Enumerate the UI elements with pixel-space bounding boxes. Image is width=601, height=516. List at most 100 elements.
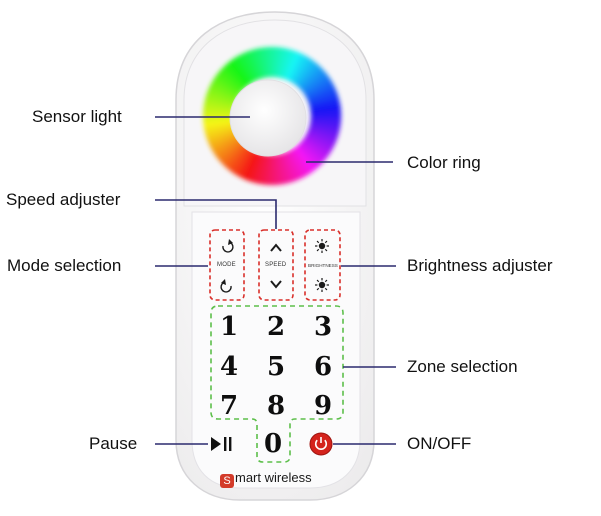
power-button-disc xyxy=(310,433,332,455)
color-ring-segment xyxy=(222,143,248,169)
zone-selection-label: Zone selection xyxy=(407,357,518,376)
color-ring-segment xyxy=(215,70,243,94)
color-ring-segment xyxy=(231,147,253,176)
pause-bar xyxy=(224,437,227,451)
speed-button-label: SPEED xyxy=(265,262,287,268)
zone-key-0[interactable]: 0 xyxy=(263,429,283,459)
speed-up-button[interactable] xyxy=(270,243,282,252)
color-ring-segment xyxy=(223,62,248,89)
zone-key-9[interactable]: 9 xyxy=(313,391,333,421)
brightness-adjuster-label: Brightness adjuster xyxy=(407,256,553,275)
color-ring-segment xyxy=(207,86,237,103)
zone-key-3[interactable]: 3 xyxy=(313,312,333,342)
zone-group-outline xyxy=(210,305,344,463)
color-ring-segment xyxy=(206,128,237,146)
color-ring-segment xyxy=(278,48,291,79)
color-ring-segment xyxy=(226,145,250,173)
rotate-cw-arrowhead xyxy=(221,279,226,285)
color-ring-segment xyxy=(242,151,259,181)
color-ring[interactable] xyxy=(202,46,342,186)
color-ring-segment xyxy=(296,143,321,170)
color-ring-segment xyxy=(299,67,326,92)
power-icon xyxy=(314,439,328,450)
color-ring-segment xyxy=(299,140,325,166)
color-ring-segment xyxy=(209,80,239,100)
color-ring-segment xyxy=(232,55,254,85)
color-ring-segment xyxy=(254,47,266,79)
sun-ray xyxy=(316,248,320,252)
mode-up-button[interactable] xyxy=(222,239,234,253)
sun-rays-down xyxy=(315,278,329,292)
zone-key-8[interactable]: 8 xyxy=(266,391,286,421)
sun-ray xyxy=(316,279,320,283)
brand-initial: S xyxy=(220,474,234,488)
color-ring-segment xyxy=(303,76,333,98)
brightness-button-label: BRIGHTNESS xyxy=(308,263,338,268)
color-ring-segment xyxy=(242,50,260,81)
zone-key-2[interactable]: 2 xyxy=(266,312,286,342)
speed-adjuster-label: Speed adjuster xyxy=(6,190,121,209)
color-ring-segment xyxy=(278,153,290,185)
sun-ray xyxy=(324,248,328,252)
color-ring-segment xyxy=(281,152,296,183)
zone-key-5[interactable]: 5 xyxy=(266,352,286,382)
rotate-cw-icon xyxy=(220,282,232,293)
color-ring-segment xyxy=(247,152,263,183)
color-ring-segment xyxy=(214,137,243,161)
color-ring-segment xyxy=(209,131,239,151)
color-ring-segment xyxy=(305,81,335,101)
color-ring-segment xyxy=(275,47,285,78)
brand-name: mart wireless xyxy=(235,470,312,485)
color-ring-segment xyxy=(203,103,234,113)
power-button[interactable] xyxy=(309,432,333,456)
brightness-down-button[interactable] xyxy=(315,278,329,292)
speed-down-button[interactable] xyxy=(270,280,282,289)
color-ring-segment xyxy=(285,51,302,81)
sun-ray xyxy=(324,279,328,283)
brightness-up-button[interactable] xyxy=(315,239,329,253)
color-ring-segment xyxy=(203,118,234,128)
sun-ray xyxy=(324,240,328,244)
sun-icon xyxy=(318,242,326,250)
sun-rays-up xyxy=(315,239,329,253)
color-ring-segment xyxy=(293,145,317,174)
color-ring-segment xyxy=(237,53,257,83)
color-ring-segment xyxy=(296,63,322,89)
mode-down-button[interactable] xyxy=(220,279,232,293)
color-ring-segment xyxy=(288,53,308,83)
color-ring-segment xyxy=(307,86,338,104)
rotate-ccw-icon xyxy=(222,242,234,253)
sun-ray xyxy=(316,287,320,291)
brightness-group-outline xyxy=(304,229,341,301)
color-ring-segment xyxy=(301,71,330,95)
sun-icon xyxy=(318,281,326,289)
zone-key-7[interactable]: 7 xyxy=(219,391,239,421)
color-ring-segment xyxy=(281,49,297,80)
color-ring-segment xyxy=(291,56,313,85)
color-ring-segment xyxy=(204,97,235,110)
pause-button[interactable] xyxy=(211,437,232,451)
color-ring-segment xyxy=(307,129,337,146)
zone-key-6[interactable]: 6 xyxy=(313,352,333,382)
color-ring-segment xyxy=(227,58,251,87)
power-button-rim xyxy=(309,432,333,456)
on-off-label: ON/OFF xyxy=(407,434,472,453)
speed-adjuster-leader xyxy=(155,199,277,229)
color-ring-segment xyxy=(218,140,245,165)
zone-key-4[interactable]: 4 xyxy=(219,352,239,382)
color-ring-segment xyxy=(274,154,284,185)
color-ring-segment xyxy=(211,134,241,156)
color-ring-segment xyxy=(301,138,329,162)
leader-lines xyxy=(155,116,396,445)
color-ring-segment xyxy=(303,135,332,157)
sensor-light xyxy=(229,79,307,157)
pause-label: Pause xyxy=(89,434,138,453)
color-ring-segment xyxy=(260,47,270,78)
zone-key-1[interactable]: 1 xyxy=(219,312,239,342)
color-ring-segment xyxy=(305,132,335,152)
color-ring-segment xyxy=(248,49,263,80)
mode-selection-label: Mode selection xyxy=(7,256,122,275)
pause-bar xyxy=(229,437,232,451)
